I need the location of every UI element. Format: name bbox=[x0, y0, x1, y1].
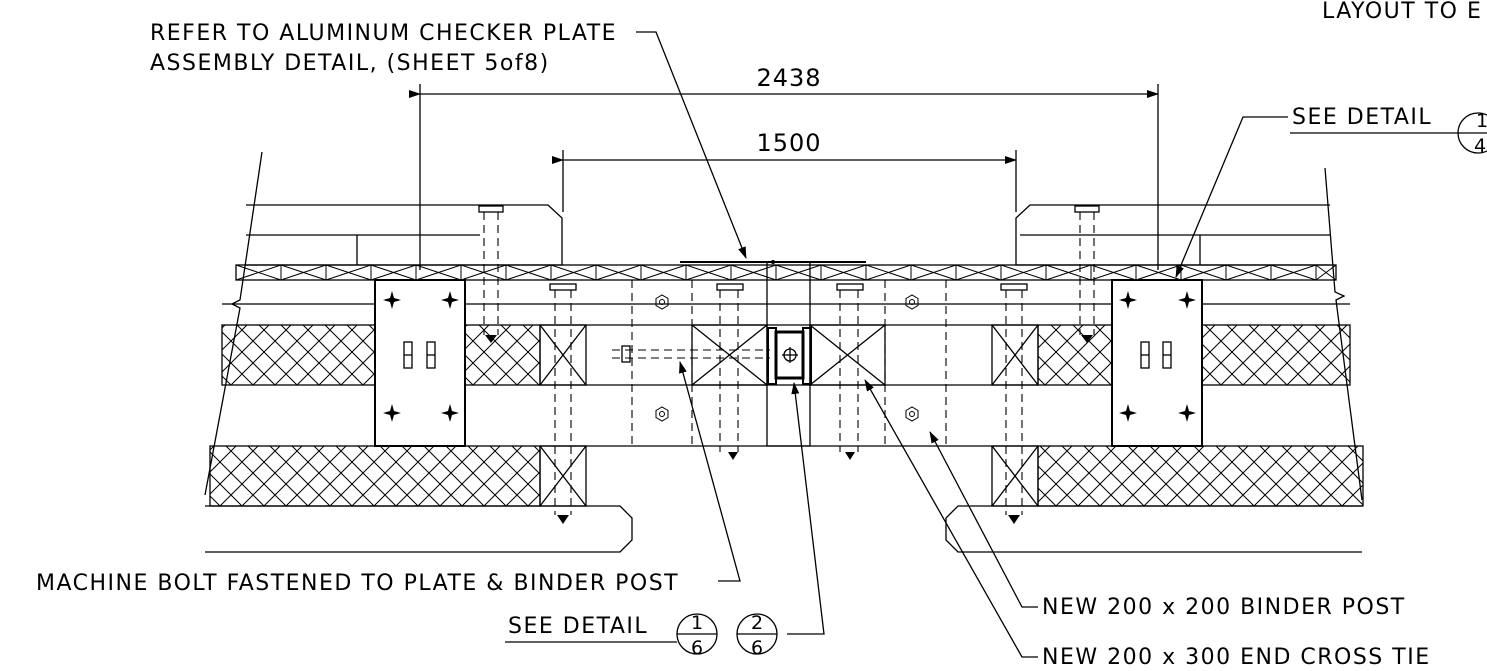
deck-plank bbox=[1270, 264, 1317, 281]
dimension-inner-value: 1500 bbox=[756, 129, 821, 157]
detail-bubble-right: 1 4 bbox=[1457, 110, 1487, 157]
detail-bubble-right-top: 1 bbox=[1476, 110, 1487, 132]
detail-bubble-bottom-left-bottom: 6 bbox=[691, 637, 703, 659]
note-end-cross-tie: NEW 200 x 300 END CROSS TIE bbox=[1042, 645, 1431, 670]
dimension-inner: 1500 bbox=[552, 129, 1017, 212]
deck-plank bbox=[235, 264, 282, 281]
detail-bubble-right-bottom: 4 bbox=[1474, 135, 1486, 157]
deck-plank bbox=[550, 264, 597, 281]
dimension-overall: 2438 bbox=[409, 64, 1159, 270]
deck-plank bbox=[595, 264, 642, 281]
deck-plank bbox=[865, 264, 912, 281]
deck-plank bbox=[1000, 264, 1047, 281]
note-binder-post: NEW 200 x 200 BINDER POST bbox=[1042, 595, 1406, 620]
deck-plank bbox=[1045, 264, 1092, 281]
detail-bubble-bottom-right: 2 6 bbox=[736, 612, 778, 659]
detail-bubble-bottom-right-bottom: 6 bbox=[751, 637, 763, 659]
deck-plank bbox=[685, 264, 732, 281]
deck-plank bbox=[955, 264, 1002, 281]
note-machine-bolt: MACHINE BOLT FASTENED TO PLATE & BINDER … bbox=[36, 571, 679, 596]
deck-plank bbox=[640, 264, 687, 281]
deck-plank bbox=[820, 264, 867, 281]
deck-plank bbox=[730, 264, 777, 281]
note-checker-plate-line2: ASSEMBLY DETAIL, (SHEET 5of8) bbox=[150, 51, 550, 76]
deck-plank bbox=[1315, 264, 1337, 281]
detail-bubble-bottom-right-top: 2 bbox=[751, 612, 763, 634]
deck-plank bbox=[415, 264, 462, 281]
deck-plank bbox=[1180, 264, 1227, 281]
side-plate-right bbox=[1111, 279, 1203, 447]
deck-structure bbox=[204, 151, 1364, 553]
note-see-detail-bottom: SEE DETAIL bbox=[508, 614, 648, 639]
deck-plank bbox=[1090, 264, 1137, 281]
detail-bubble-bottom-left-top: 1 bbox=[691, 612, 703, 634]
deck-plank bbox=[505, 264, 552, 281]
side-plate-left bbox=[374, 279, 466, 447]
deck-plank bbox=[775, 264, 822, 281]
deck-plank bbox=[280, 264, 327, 281]
dimension-overall-value: 2438 bbox=[756, 64, 821, 92]
deck-plank bbox=[1225, 264, 1272, 281]
note-see-detail-right: SEE DETAIL bbox=[1292, 105, 1432, 130]
deck-plank bbox=[910, 264, 957, 281]
deck-plank bbox=[325, 264, 372, 281]
note-checker-plate-line1: REFER TO ALUMINUM CHECKER PLATE bbox=[150, 21, 617, 46]
detail-bubble-bottom-left: 1 6 bbox=[676, 612, 718, 659]
note-top-right-partial: LAYOUT TO E bbox=[1322, 0, 1482, 24]
leader-lines bbox=[636, 31, 1288, 658]
deck-plank bbox=[370, 264, 417, 281]
